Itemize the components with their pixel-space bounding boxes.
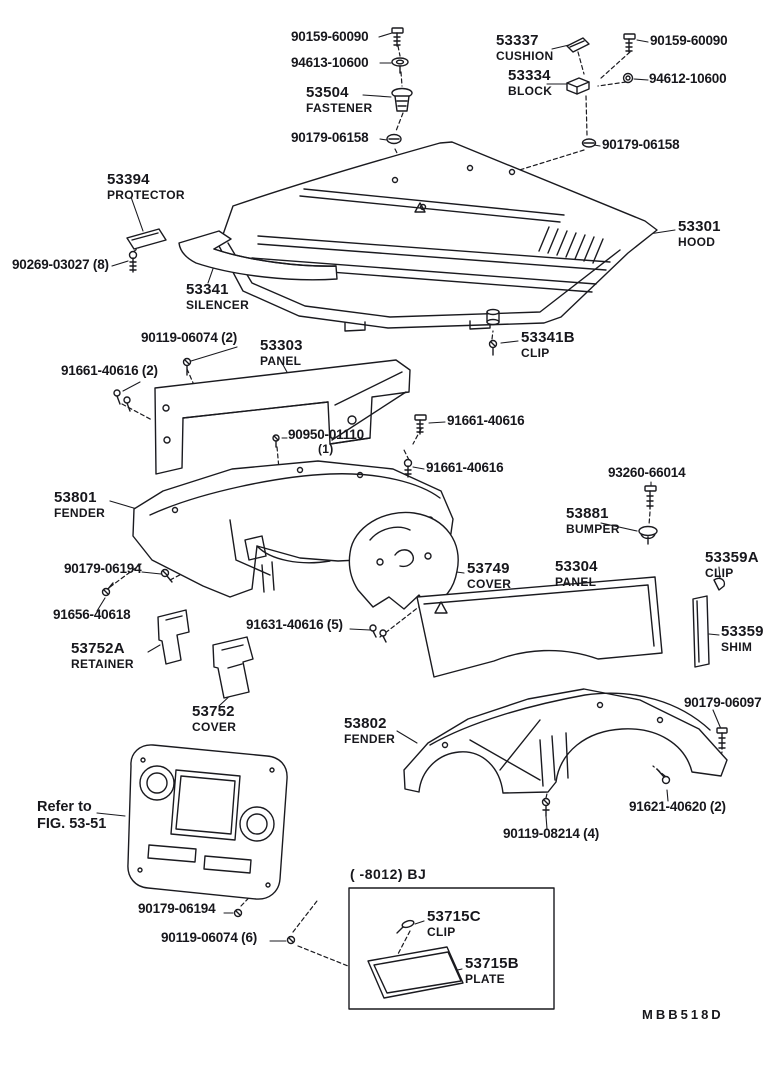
hood-part bbox=[218, 141, 658, 332]
callout-90119-06074-6: 90119-06074 (6) bbox=[161, 930, 258, 945]
bolt-icon bbox=[623, 33, 636, 53]
callout-91661-40616-2: 91661-40616 (2) bbox=[61, 363, 158, 378]
splash-cover-part bbox=[348, 511, 459, 610]
callout-90269-03027: 90269-03027 (8) bbox=[12, 257, 109, 272]
reference-note-line1: Refer to bbox=[37, 799, 92, 815]
reference-note-line2: FIG. 53-51 bbox=[37, 816, 107, 833]
block-icon bbox=[566, 77, 590, 95]
front-end-panel-part bbox=[127, 744, 288, 900]
bolt-icon bbox=[391, 27, 404, 47]
screw-icon bbox=[272, 434, 280, 448]
bolt-icon bbox=[414, 414, 427, 435]
callout-90179-06194-a: 90179-06194 bbox=[64, 561, 142, 576]
callout-91661-40616-a: 91661-40616 bbox=[447, 413, 525, 428]
screw-icon bbox=[541, 797, 551, 817]
plate-part bbox=[367, 946, 464, 999]
callout-90159-60090-rh: 90159-60090 bbox=[650, 33, 728, 48]
callout-90119-08214-4: 90119-08214 (4) bbox=[503, 826, 600, 841]
hood-clip-icon bbox=[486, 308, 500, 356]
screw-icon bbox=[286, 935, 296, 945]
figure-code: MBB518D bbox=[642, 1007, 724, 1022]
bolt-icon bbox=[644, 485, 657, 510]
bolt-icon bbox=[403, 458, 413, 478]
lower-cover-part bbox=[212, 636, 254, 699]
clip-icon bbox=[386, 133, 402, 145]
callout-90119-06074-2: 90119-06074 (2) bbox=[141, 330, 238, 345]
callout-90179-06194-b: 90179-06194 bbox=[138, 901, 216, 916]
screw-icon bbox=[160, 568, 173, 583]
cushion-icon bbox=[566, 37, 590, 53]
callout-91656-40618: 91656-40618 bbox=[53, 607, 131, 622]
bolt-icon bbox=[128, 250, 138, 273]
callout-91631-40616-5: 91631-40616 (5) bbox=[246, 617, 343, 632]
screw-pair-icon bbox=[369, 624, 387, 643]
callout-94613-10600: 94613-10600 bbox=[291, 55, 369, 70]
callout-90179-06097: 90179-06097 bbox=[684, 695, 762, 710]
callout-90159-60090: 90159-60090 bbox=[291, 29, 369, 44]
bolt-pair-icon bbox=[113, 389, 131, 412]
inset-clip-icon bbox=[396, 919, 415, 934]
bolt-icon bbox=[716, 727, 728, 750]
washer-icon bbox=[622, 72, 634, 84]
fastener-icon bbox=[391, 87, 413, 112]
reference-note: Refer to FIG. 53-51 bbox=[37, 799, 106, 834]
callout-91661-40616-b: 91661-40616 bbox=[426, 460, 504, 475]
callout-94612-10600: 94612-10600 bbox=[649, 71, 727, 86]
callout-93260-66014: 93260-66014 bbox=[608, 465, 686, 480]
side-panel-part bbox=[416, 576, 663, 678]
screw-icon bbox=[182, 357, 192, 376]
bumper-icon bbox=[638, 525, 658, 545]
callout-90179-06158: 90179-06158 bbox=[291, 130, 369, 145]
shim-part bbox=[692, 595, 710, 668]
inset-caption: ( -8012) BJ bbox=[350, 866, 427, 882]
bolt-icon bbox=[656, 768, 671, 785]
grommet-icon bbox=[391, 57, 409, 74]
inset-box bbox=[348, 887, 555, 1010]
retainer-part bbox=[157, 609, 190, 665]
upper-panel-part bbox=[154, 359, 411, 475]
callout-90179-06158-rh: 90179-06158 bbox=[602, 137, 680, 152]
callout-90950-01110: 90950-01110(1) bbox=[288, 427, 364, 457]
screw-icon bbox=[233, 908, 243, 918]
front-fender-rh-part bbox=[403, 688, 728, 794]
silencer-part bbox=[178, 230, 338, 281]
protector-part bbox=[126, 228, 167, 250]
small-clip-icon bbox=[713, 577, 726, 591]
screw-icon bbox=[101, 582, 114, 597]
callout-91621-40620-2: 91621-40620 (2) bbox=[629, 799, 726, 814]
clip-icon bbox=[581, 138, 597, 148]
